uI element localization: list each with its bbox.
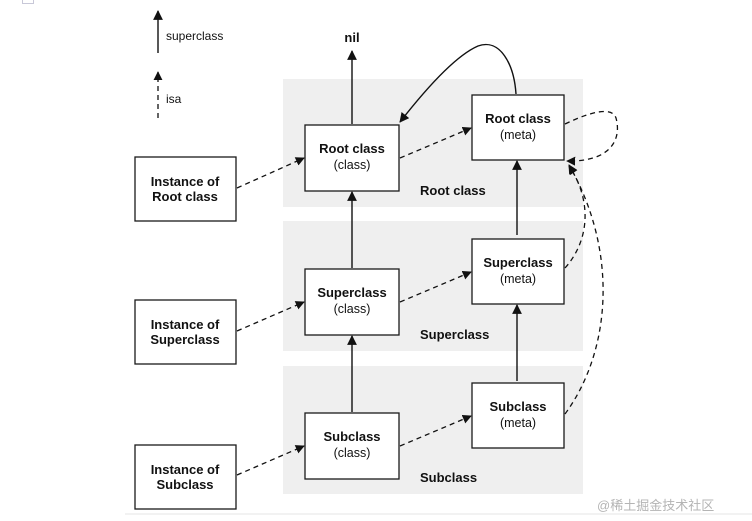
superclass-class-box: Superclass (class) [304, 268, 400, 336]
svg-text:Superclass: Superclass [150, 332, 219, 347]
subclass-class-box: Subclass (class) [304, 412, 400, 480]
svg-text:(meta): (meta) [500, 272, 536, 286]
superclass-class-isa-arrow [399, 270, 472, 303]
svg-text:(meta): (meta) [500, 416, 536, 430]
instance-of-root-class-box: Instance of Root class [134, 156, 237, 222]
subclass-meta-box: Subclass (meta) [471, 382, 565, 449]
svg-text:Superclass: Superclass [317, 285, 386, 300]
band-label-superclass: Superclass [420, 327, 489, 342]
band-label-root: Root class [420, 183, 486, 198]
svg-text:Subclass: Subclass [489, 399, 546, 414]
svg-text:Root class: Root class [485, 111, 551, 126]
band-label-subclass: Subclass [420, 470, 477, 485]
svg-text:Instance of: Instance of [151, 462, 220, 477]
corner-mark [22, 0, 34, 4]
root-class-isa-arrow [399, 126, 472, 159]
subclass-meta-isa-arrow [564, 164, 604, 415]
svg-text:Instance of: Instance of [151, 317, 220, 332]
superclass-meta-box: Superclass (meta) [471, 238, 565, 305]
svg-text:(meta): (meta) [500, 128, 536, 142]
svg-text:(class): (class) [334, 446, 371, 460]
superclass-meta-isa-arrow [564, 165, 586, 269]
instance-of-subclass-box: Instance of Subclass [134, 444, 237, 510]
instance-superclass-isa-arrow [236, 301, 305, 332]
root-meta-to-root-class-arrow [399, 43, 517, 123]
legend-superclass-label: superclass [166, 29, 223, 43]
svg-text:Instance of: Instance of [151, 174, 220, 189]
instance-subclass-isa-arrow [236, 445, 305, 476]
root-meta-self-isa-arrow [564, 110, 618, 166]
svg-text:Subclass: Subclass [323, 429, 380, 444]
instance-root-isa-arrow [236, 157, 305, 189]
subclass-class-isa-arrow [399, 414, 472, 447]
svg-text:Subclass: Subclass [156, 477, 213, 492]
instance-of-superclass-box: Instance of Superclass [134, 299, 237, 365]
watermark: @稀土掘金技术社区 [597, 498, 714, 513]
nil-label: nil [344, 30, 359, 45]
root-meta-box: Root class (meta) [471, 94, 565, 161]
svg-text:(class): (class) [334, 158, 371, 172]
root-class-box: Root class (class) [304, 124, 400, 192]
svg-text:(class): (class) [334, 302, 371, 316]
svg-text:Root class: Root class [319, 141, 385, 156]
svg-text:Superclass: Superclass [483, 255, 552, 270]
legend-isa-label: isa [166, 92, 182, 106]
svg-text:Root class: Root class [152, 189, 218, 204]
